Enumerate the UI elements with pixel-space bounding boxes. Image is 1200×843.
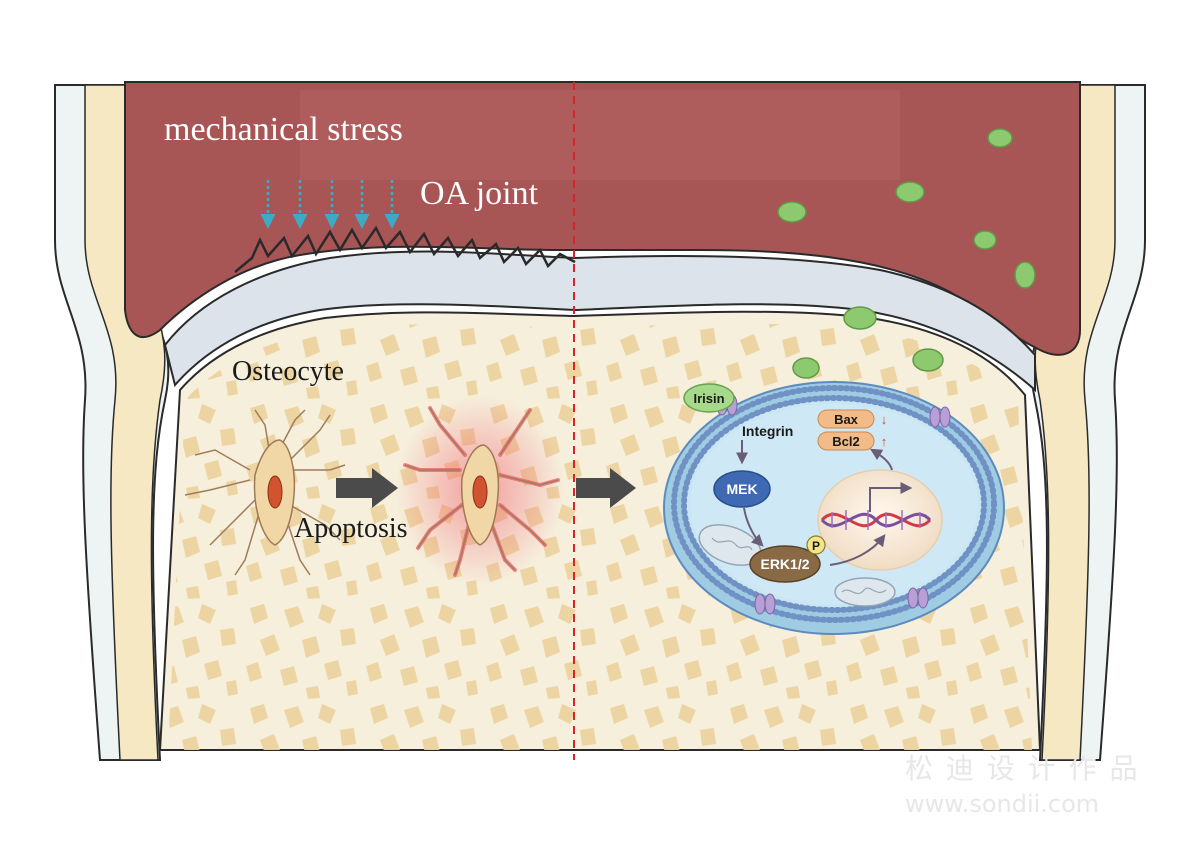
bcl2-trend: ↑ (881, 434, 888, 449)
integrin-receptor-icon (929, 406, 951, 428)
erk-label: ERK1/2 (760, 556, 809, 572)
bcl2-label: Bcl2 (832, 434, 859, 449)
dna-icon (820, 510, 932, 530)
osteocyte-label: Osteocyte (232, 356, 344, 387)
integrin-receptor-icon (754, 593, 776, 615)
healthy-osteocyte (184, 409, 346, 576)
apoptotic-osteocyte (395, 395, 565, 585)
erk-node (749, 545, 821, 583)
irisin-molecule (683, 383, 735, 413)
irisin-label: Irisin (693, 391, 724, 406)
integrin-receptor-icon (907, 587, 929, 609)
phospho-label: P (812, 539, 820, 553)
watermark-url: www.sondii.com (905, 790, 1099, 818)
bax-trend: ↓ (881, 412, 888, 427)
mek-label: MEK (726, 481, 757, 497)
osteocyte-cell-detail (663, 381, 1005, 635)
mitochondrion-icon (834, 577, 896, 607)
apoptosis-arrow (336, 468, 398, 508)
synovial-highlight (300, 90, 900, 180)
degraded-cartilage-surface (234, 225, 576, 273)
mechanical-stress-label: mechanical stress (164, 111, 403, 148)
phospho-badge (806, 535, 826, 555)
watermark-title: 松 迪 设 计 作 品 (905, 752, 1140, 785)
signaling-arrows (736, 440, 893, 566)
synovial-cavity (124, 81, 1081, 356)
bcl2-box (817, 431, 875, 451)
integrin-label: Integrin (742, 423, 793, 439)
bax-box (817, 409, 875, 429)
mitochondrion-icon (698, 524, 762, 566)
pathway-arrow (576, 468, 636, 508)
mechanical-stress-arrows (260, 180, 400, 229)
oa-joint-label: OA joint (420, 175, 539, 212)
transcription-arrow-icon (869, 482, 913, 512)
bax-label: Bax (834, 412, 859, 427)
nucleus (817, 469, 943, 571)
green-particles (777, 128, 1036, 379)
apoptosis-label: Apoptosis (294, 513, 408, 544)
mek-node (713, 470, 771, 508)
